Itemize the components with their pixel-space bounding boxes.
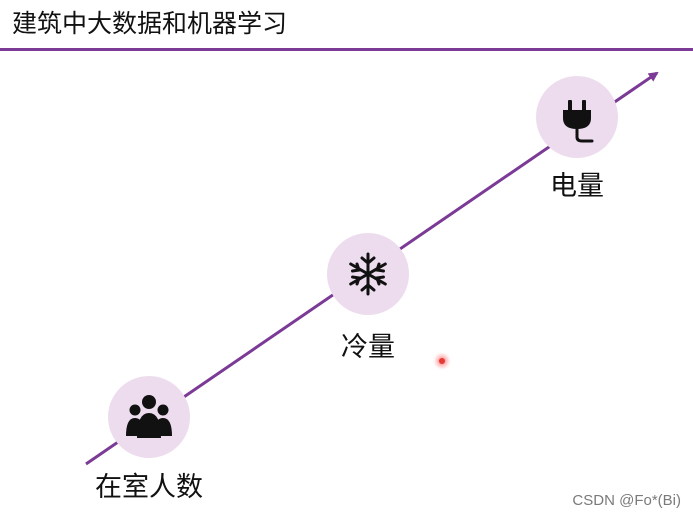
snowflake-icon <box>349 252 387 296</box>
node-cooling <box>327 233 409 315</box>
node-label-electricity: 电量 <box>550 171 604 202</box>
node-label-occupancy: 在室人数 <box>95 472 203 503</box>
title-divider <box>0 48 693 51</box>
node-electricity <box>536 76 618 158</box>
power-plug-icon <box>563 100 594 143</box>
node-occupancy <box>108 376 190 458</box>
people-group-icon <box>126 395 172 438</box>
slide-title: 建筑中大数据和机器学习 <box>12 9 288 38</box>
cursor-indicator <box>433 352 451 370</box>
node-label-cooling: 冷量 <box>341 332 395 363</box>
watermark: CSDN @Fo*(Bi) <box>572 492 681 509</box>
